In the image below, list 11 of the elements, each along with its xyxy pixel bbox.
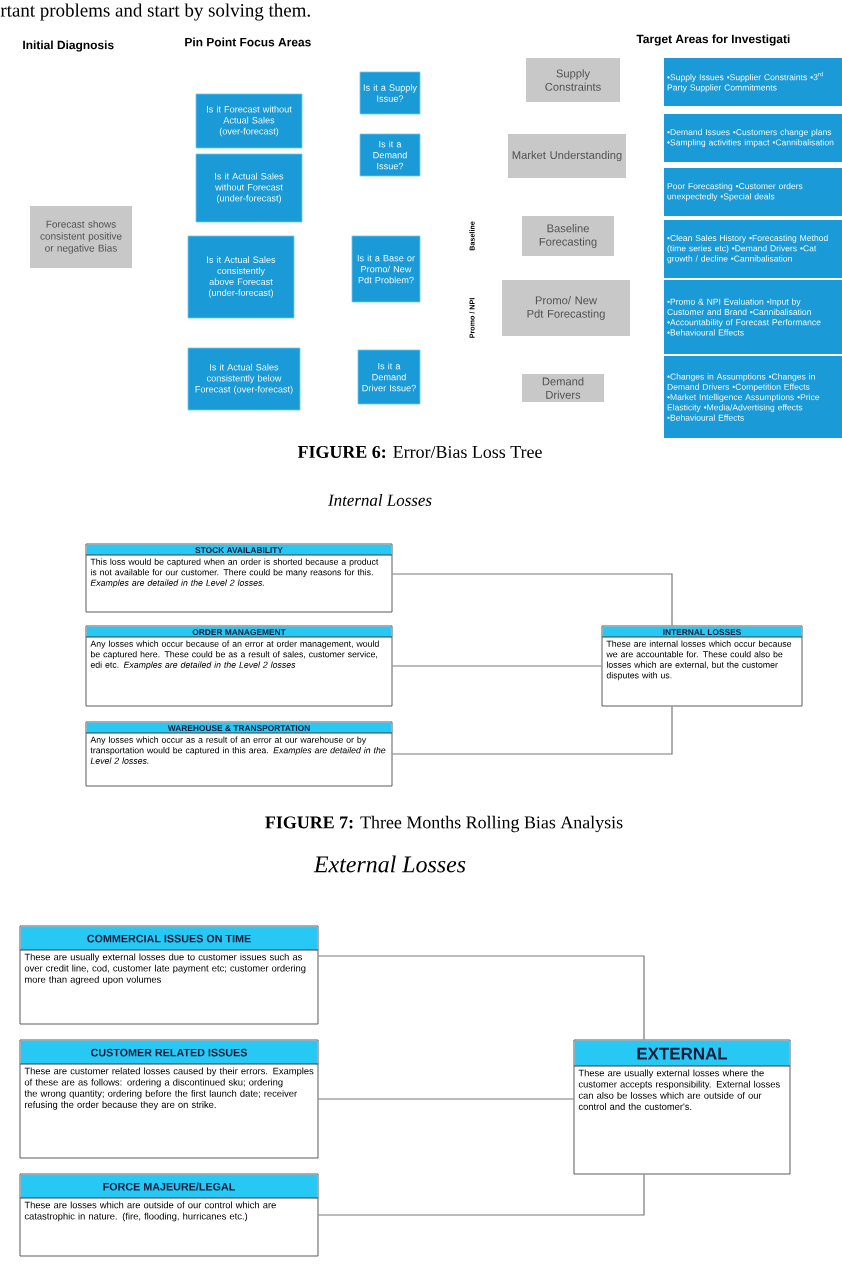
connector-line (391, 705, 673, 755)
connector-line (317, 1173, 645, 1216)
figure-caption: FIGURE 7: Three Months Rolling Bias Analysis (265, 815, 623, 833)
connector-line (391, 573, 673, 627)
body-text: rtant problems and start by solving them. (0, 3, 310, 21)
connector-line (317, 1098, 575, 1100)
section-title: Internal Losses (327, 494, 432, 506)
figure-caption: FIGURE 6: Error/Bias Loss Tree (297, 445, 542, 459)
connector-line (391, 665, 603, 667)
section-title: External Losses (313, 855, 466, 873)
connector-line (317, 955, 645, 1041)
